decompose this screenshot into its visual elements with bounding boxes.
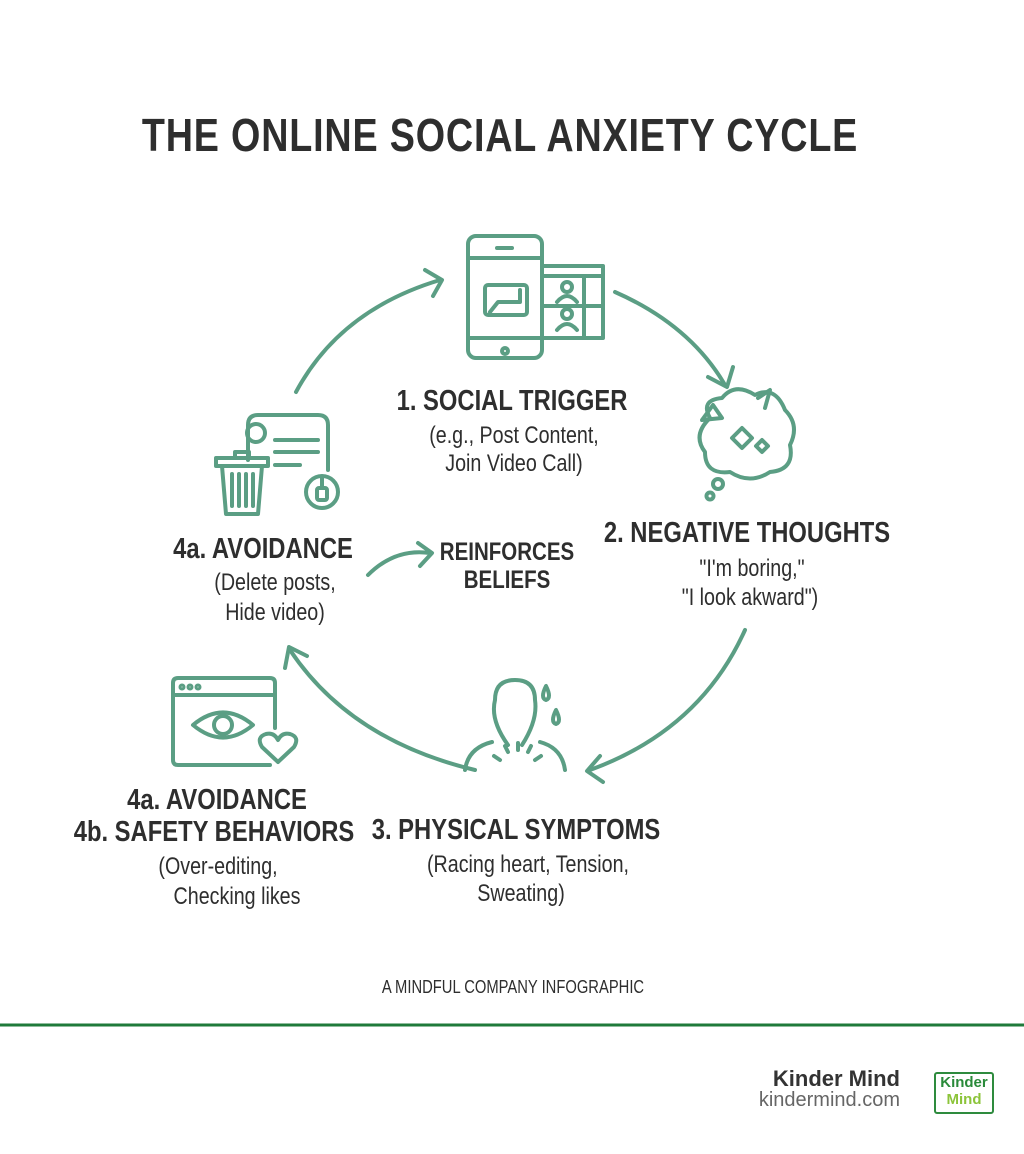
browser-eye-heart-icon: [171, 676, 299, 767]
step-1-heading: 1. SOCIAL TRIGGER: [396, 385, 628, 417]
caption: A MINDFUL COMPANY INFOGRAPHIC: [381, 977, 645, 997]
brand-name: Kinder Mind: [772, 1066, 900, 1091]
page-title: THE ONLINE SOCIAL ANXIETY CYCLE: [141, 109, 859, 161]
step-3-line-1: (Racing heart, Tension,: [426, 851, 630, 878]
step-4a-line-1: (Delete posts,: [214, 569, 336, 596]
arrow-thoughts-to-symptoms: [585, 628, 747, 784]
arrow-avoidance-to-trigger: [294, 268, 444, 394]
step-4a-heading: 4a. AVOIDANCE: [173, 533, 353, 565]
step-4b-line-2: Checking likes: [173, 883, 301, 910]
brand-url: kindermind.com: [758, 1089, 900, 1111]
trash-profile-card-icon: [214, 413, 340, 516]
logo-text-1: Kinder: [940, 1074, 988, 1091]
step-3-line-2: Sweating): [477, 880, 565, 907]
arrow-symptoms-to-avoidance: [283, 645, 477, 772]
reinforces-line-2: BELIEFS: [463, 566, 551, 594]
step-2-line-1: "I'm boring,": [699, 555, 805, 582]
phone-video-call-icon: [466, 234, 605, 360]
step-4b-heading-b: 4b. SAFETY BEHAVIORS: [73, 816, 355, 848]
logo-text-2: Mind: [946, 1091, 982, 1108]
kinder-mind-logo: Kinder Mind: [934, 1072, 994, 1114]
sweating-person-icon: [463, 678, 567, 772]
step-4a-line-2: Hide video): [225, 599, 325, 626]
step-2-heading: 2. NEGATIVE THOUGHTS: [603, 517, 891, 549]
reinforces-line-1: REINFORCES: [439, 538, 575, 566]
step-4b-line-1: (Over-editing,: [158, 853, 278, 880]
thought-cloud-icon: [697, 387, 796, 502]
step-4b-heading-a: 4a. AVOIDANCE: [127, 784, 307, 816]
arrow-to-reinforces: [366, 541, 434, 577]
step-3-heading: 3. PHYSICAL SYMPTOMS: [371, 814, 661, 846]
step-1-line-1: (e.g., Post Content,: [429, 422, 599, 449]
step-1-line-2: Join Video Call): [445, 450, 583, 477]
step-2-line-2: "I look akward"): [681, 584, 819, 611]
arrow-trigger-to-thoughts: [613, 290, 735, 389]
